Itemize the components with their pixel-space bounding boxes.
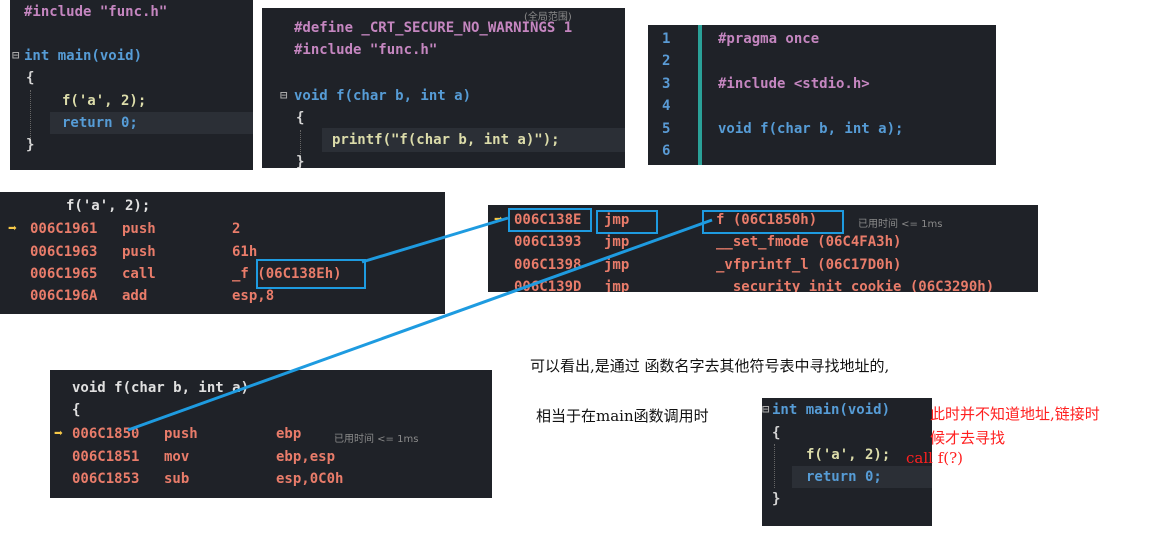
- asm-address: 006C1853: [72, 471, 140, 487]
- code-line: {: [772, 425, 781, 441]
- code-line: return 0;: [806, 469, 882, 485]
- asm-address: 006C138E: [514, 212, 582, 228]
- asm-mnemonic: jmp: [604, 212, 630, 228]
- disassembly-panel-f: void f(char b, int a) { ➡ 006C1850 push …: [50, 370, 492, 498]
- asm-mnemonic: push: [122, 221, 156, 237]
- asm-mnemonic: push: [164, 426, 198, 442]
- current-instruction-icon: ➡: [54, 424, 64, 442]
- collapse-icon[interactable]: ⊟: [762, 402, 770, 416]
- asm-address: 006C1963: [30, 244, 98, 260]
- disassembly-panel-call: f('a', 2); ➡ 006C1961 push 2 006C1963 pu…: [0, 192, 445, 314]
- code-line: }: [296, 154, 305, 168]
- asm-operand: 2: [232, 221, 241, 237]
- asm-mnemonic: jmp: [604, 234, 630, 250]
- code-line: f('a', 2);: [62, 93, 147, 109]
- code-line: int main(void): [24, 48, 143, 64]
- source-line: void f(char b, int a): [72, 380, 250, 396]
- code-line: printf("f(char b, int a)");: [332, 132, 560, 148]
- annotation-red-text: 候才去寻找: [930, 429, 1006, 447]
- asm-mnemonic: sub: [164, 471, 190, 487]
- change-bar: [698, 25, 702, 165]
- asm-address: 006C139D: [514, 279, 582, 292]
- code-line: void f(char b, int a);: [718, 121, 904, 137]
- annotation-text: 相当于在main函数调用时: [536, 407, 709, 425]
- current-instruction-icon: ➡: [494, 210, 504, 228]
- asm-address: 006C1398: [514, 257, 582, 273]
- code-line: f('a', 2);: [806, 447, 891, 463]
- asm-mnemonic: jmp: [604, 279, 630, 292]
- asm-address: 006C1965: [30, 266, 98, 282]
- asm-operand: __set_fmode (06C4FA3h): [716, 234, 902, 250]
- asm-mnemonic: add: [122, 288, 148, 304]
- annotation-text: 可以看出,是通过 函数名字去其他符号表中寻找地址的,: [530, 357, 890, 375]
- asm-mnemonic: call: [122, 266, 156, 282]
- code-panel-func-c: (全局范围) #define _CRT_SECURE_NO_WARNINGS 1…: [262, 8, 625, 168]
- code-line: }: [772, 491, 781, 507]
- asm-mnemonic: jmp: [604, 257, 630, 273]
- elapsed-time-note: 已用时间 <= 1ms: [334, 434, 419, 445]
- line-number: 3: [662, 76, 671, 92]
- code-line: {: [296, 110, 305, 126]
- code-line: #pragma once: [718, 31, 820, 47]
- line-number: 1: [662, 31, 671, 47]
- line-number: 4: [662, 98, 671, 114]
- asm-address: 006C1393: [514, 234, 582, 250]
- asm-operand: ebp,esp: [276, 449, 336, 465]
- asm-address: 006C1850: [72, 426, 140, 442]
- code-line: return 0;: [62, 115, 138, 131]
- code-line: int main(void): [772, 402, 891, 418]
- code-line: #include <stdio.h>: [718, 76, 870, 92]
- asm-operand: esp,8: [232, 288, 275, 304]
- source-line: f('a', 2);: [66, 198, 151, 214]
- asm-operand: __security_init_cookie (06C3290h): [716, 279, 995, 292]
- asm-operand: 61h: [232, 244, 258, 260]
- asm-address: 006C1961: [30, 221, 98, 237]
- asm-operand: _vfprintf_l (06C17D0h): [716, 257, 902, 273]
- scope-label: (全局范围): [524, 12, 572, 23]
- collapse-icon[interactable]: ⊟: [12, 48, 20, 62]
- code-panel-main: #include "func.h" ⊟ int main(void) { f('…: [10, 0, 253, 170]
- asm-mnemonic: push: [122, 244, 156, 260]
- annotation-red-text: 此时并不知道地址,链接时: [930, 405, 1100, 423]
- disassembly-panel-jmp: ➡ 006C138E jmp f (06C1850h) 已用时间 <= 1ms …: [488, 205, 1038, 292]
- asm-operand: esp,0C0h: [276, 471, 344, 487]
- code-line: void f(char b, int a): [294, 88, 472, 104]
- code-line: }: [26, 137, 35, 153]
- asm-operand: f (06C1850h): [716, 212, 818, 228]
- code-line: #include "func.h": [24, 4, 168, 20]
- highlight-box: [256, 259, 366, 289]
- elapsed-time-note: 已用时间 <= 1ms: [858, 219, 943, 230]
- collapse-icon[interactable]: ⊟: [280, 88, 288, 102]
- code-line: {: [26, 70, 35, 86]
- code-line: #include "func.h": [294, 42, 438, 58]
- line-number: 6: [662, 143, 671, 159]
- asm-address: 006C1851: [72, 449, 140, 465]
- code-line: #define _CRT_SECURE_NO_WARNINGS 1: [294, 20, 573, 36]
- line-number: 5: [662, 121, 671, 137]
- line-number: 2: [662, 53, 671, 69]
- code-panel-main-small: ⊟ int main(void) { f('a', 2); return 0; …: [762, 398, 932, 526]
- source-line: {: [72, 402, 81, 418]
- code-panel-func-h: 1 2 3 4 5 6 #pragma once #include <stdio…: [648, 25, 996, 165]
- asm-address: 006C196A: [30, 288, 98, 304]
- asm-mnemonic: mov: [164, 449, 190, 465]
- current-instruction-icon: ➡: [8, 219, 18, 237]
- annotation-red-text: call f(?): [906, 449, 964, 467]
- asm-operand: ebp: [276, 426, 302, 442]
